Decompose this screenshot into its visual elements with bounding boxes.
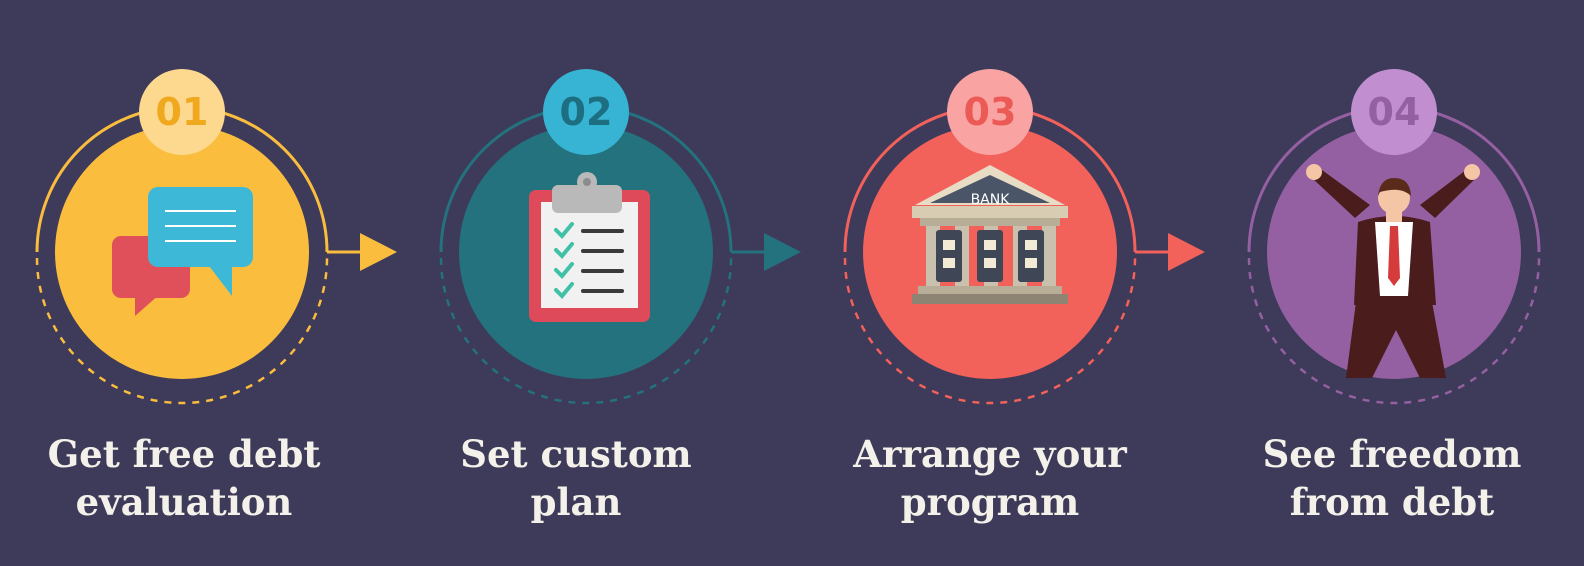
step-3: BANK — [843, 69, 1205, 405]
step-2-dashed-ring — [439, 257, 733, 405]
step-1-label: Get free debt evaluation — [24, 430, 344, 526]
step-3-label-line-2: program — [900, 480, 1080, 524]
clipboard-checklist-icon — [529, 172, 650, 322]
step-1-number-badge — [139, 69, 225, 155]
step-1-arrow-head — [360, 233, 397, 271]
step-3-number-badge — [947, 69, 1033, 155]
step-4-number-badge — [1351, 69, 1437, 155]
step-3-label-line-1: Arrange your — [853, 432, 1127, 476]
step-4-dashed-ring — [1247, 257, 1541, 405]
step-1: 01 — [35, 69, 397, 405]
step-4-number: 04 — [1368, 90, 1421, 134]
bank-icon: BANK — [912, 165, 1068, 304]
step-3-number: 03 — [964, 90, 1017, 134]
step-1-label-line-1: Get free debt — [47, 432, 321, 476]
step-2-label-line-2: plan — [530, 480, 622, 524]
step-2-arrow-head — [764, 233, 801, 271]
step-1-number: 01 — [156, 90, 209, 134]
step-3-arrow-head — [1168, 233, 1205, 271]
step-2-number-badge — [543, 69, 629, 155]
step-4-label-line-2: from debt — [1289, 480, 1495, 524]
step-2-number: 02 — [560, 90, 613, 134]
step-4-label-line-1: See freedom — [1262, 432, 1522, 476]
step-4-label: See freedom from debt — [1232, 430, 1552, 526]
step-4: 04 — [1247, 69, 1541, 405]
step-2-label-line-1: Set custom — [460, 432, 692, 476]
speech-bubbles-icon — [112, 187, 253, 316]
svg-text:BANK: BANK — [971, 192, 1011, 208]
step-1-dashed-ring — [35, 257, 329, 405]
step-1-label-line-2: evaluation — [75, 480, 293, 524]
step-3-label: Arrange your program — [830, 430, 1150, 526]
celebrating-man-icon — [1306, 164, 1480, 378]
step-3-dashed-ring — [843, 257, 1137, 405]
step-2: 02 — [439, 69, 801, 405]
step-2-label: Set custom plan — [416, 430, 736, 526]
